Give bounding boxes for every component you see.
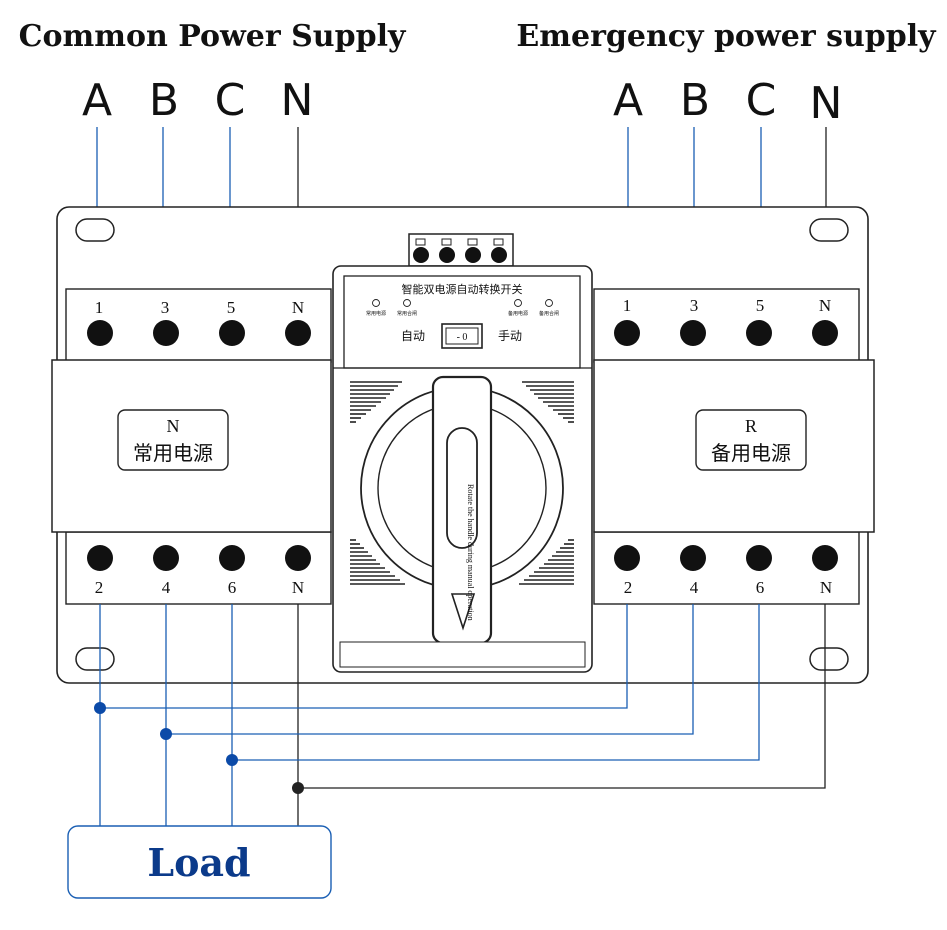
left-bottom-terminal-label: 6 bbox=[228, 578, 237, 597]
right-phase-c-label: C bbox=[746, 75, 777, 126]
left-module-code: N bbox=[167, 416, 180, 436]
aux-connector bbox=[408, 233, 514, 267]
right-bottom-terminal-label: 2 bbox=[624, 578, 633, 597]
common-power-supply-title: Common Power Supply bbox=[19, 19, 407, 54]
left-bottom-terminal-label: 2 bbox=[95, 578, 104, 597]
control-panel-display bbox=[343, 275, 581, 369]
left-module-label-box bbox=[117, 409, 229, 471]
handle-instruction: Rotate the handle during manual operatio… bbox=[466, 484, 475, 621]
indicator-label: 备用电源 bbox=[508, 310, 528, 317]
terminal-screw bbox=[614, 545, 640, 571]
terminal-screw bbox=[87, 320, 113, 346]
mounting-slot-top-right bbox=[809, 218, 849, 242]
auto-mode-label: 自动 bbox=[401, 329, 425, 343]
right-phase-b-label: B bbox=[680, 75, 710, 126]
right-bottom-terminal-label: N bbox=[820, 578, 832, 597]
left-top-terminal-label: 1 bbox=[95, 298, 104, 317]
junction-node bbox=[94, 702, 106, 714]
terminal-screw bbox=[680, 320, 706, 346]
terminal-screw bbox=[680, 545, 706, 571]
manual-mode-label: 手动 bbox=[498, 329, 522, 343]
terminal-screw bbox=[614, 320, 640, 346]
indicator-light bbox=[403, 299, 411, 307]
right-bottom-terminal-block bbox=[593, 531, 860, 605]
mounting-slot-top-left bbox=[75, 218, 115, 242]
left-phase-n-label: N bbox=[281, 75, 314, 126]
terminal-screw bbox=[812, 320, 838, 346]
indicator-label: 常用电源 bbox=[366, 310, 386, 317]
emergency-power-supply-title: Emergency power supply bbox=[516, 19, 937, 54]
terminal-screw bbox=[285, 320, 311, 346]
control-panel-title: 智能双电源自动转换开关 bbox=[402, 282, 523, 296]
toggle-position-text: - 0 bbox=[457, 332, 468, 343]
indicator-label: 备用合闸 bbox=[539, 310, 559, 317]
terminal-screw bbox=[812, 545, 838, 571]
right-top-terminal-label: 1 bbox=[623, 296, 632, 315]
handle-arrow-icon bbox=[450, 593, 476, 631]
terminal-screw bbox=[219, 545, 245, 571]
terminal-screw bbox=[153, 545, 179, 571]
right-phase-a-label: A bbox=[613, 75, 643, 126]
terminal-screw bbox=[87, 545, 113, 571]
right-module-name: 备用电源 bbox=[711, 441, 791, 465]
load-label: Load bbox=[147, 840, 250, 885]
indicator-light bbox=[372, 299, 380, 307]
terminal-screw bbox=[746, 320, 772, 346]
terminal-screw bbox=[746, 545, 772, 571]
left-module-name: 常用电源 bbox=[133, 441, 213, 465]
left-bottom-terminal-label: 4 bbox=[162, 578, 171, 597]
mounting-slot-bottom-right bbox=[809, 647, 849, 671]
right-top-terminal-label: 3 bbox=[690, 296, 699, 315]
load-box bbox=[67, 825, 332, 899]
left-top-terminal-label: 3 bbox=[161, 298, 170, 317]
right-bottom-terminal-label: 6 bbox=[756, 578, 765, 597]
terminal-screw bbox=[219, 320, 245, 346]
mounting-slot-bottom-left bbox=[75, 647, 115, 671]
indicator-light bbox=[514, 299, 522, 307]
indicator-light bbox=[545, 299, 553, 307]
label-plate bbox=[339, 641, 586, 668]
left-top-terminal-label: N bbox=[292, 298, 304, 317]
right-module-label-box bbox=[695, 409, 807, 471]
left-bottom-terminal-block bbox=[65, 531, 332, 605]
left-phase-a-label: A bbox=[82, 75, 112, 126]
right-module-code: R bbox=[745, 416, 757, 436]
right-bottom-terminal-label: 4 bbox=[690, 578, 699, 597]
left-phase-b-label: B bbox=[149, 75, 179, 126]
junction-node bbox=[292, 782, 304, 794]
left-bottom-terminal-label: N bbox=[292, 578, 304, 597]
terminal-screw bbox=[285, 545, 311, 571]
junction-node bbox=[226, 754, 238, 766]
right-top-terminal-label: N bbox=[819, 296, 831, 315]
junction-node bbox=[160, 728, 172, 740]
left-phase-c-label: C bbox=[215, 75, 246, 126]
left-top-terminal-label: 5 bbox=[227, 298, 236, 317]
hatched-corners bbox=[350, 381, 574, 585]
terminal-screw bbox=[153, 320, 179, 346]
indicator-label: 常用合闸 bbox=[397, 310, 417, 317]
right-phase-n-label: N bbox=[810, 78, 843, 129]
right-top-terminal-label: 5 bbox=[756, 296, 765, 315]
